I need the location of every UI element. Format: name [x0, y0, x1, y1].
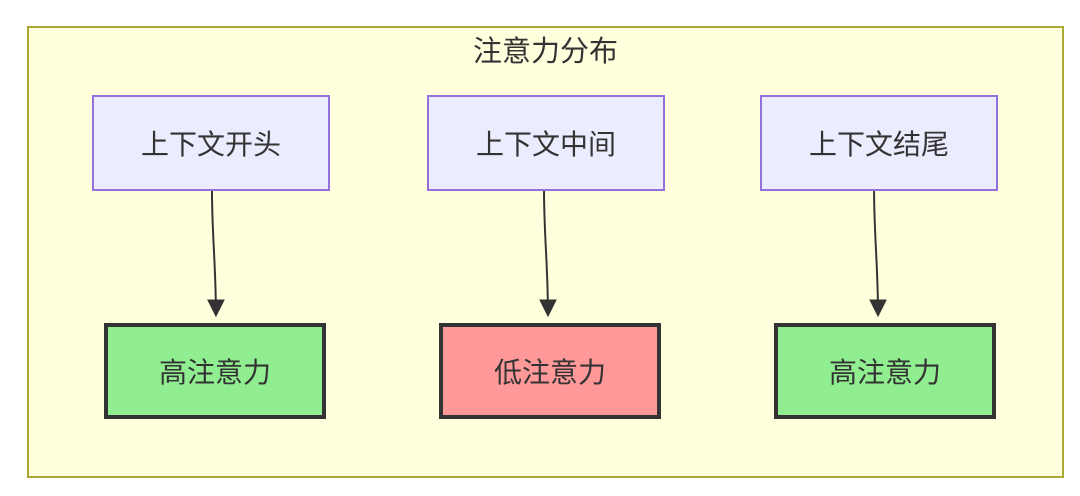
node-low-attention: 低注意力: [439, 323, 661, 419]
node-high-attention-right: 高注意力: [774, 323, 996, 419]
node-low-attention-label: 低注意力: [493, 357, 606, 388]
arrow-start-to-high: [207, 189, 225, 318]
node-context-start: 上下文开头: [92, 95, 330, 191]
node-context-end-label: 上下文结尾: [808, 129, 949, 160]
cluster-attention-distribution: 注意力分布 上下文开头 上下文中间 上下文结尾 高注意力 低注意力: [27, 26, 1064, 478]
node-context-middle-label: 上下文中间: [475, 129, 616, 160]
diagram-title: 注意力分布: [472, 36, 618, 68]
arrow-end-to-high: [869, 189, 887, 318]
node-context-start-label: 上下文开头: [140, 129, 281, 160]
node-high-attention-left-label: 高注意力: [158, 357, 271, 388]
node-high-attention-left: 高注意力: [104, 323, 326, 419]
node-context-end: 上下文结尾: [760, 95, 998, 191]
arrow-middle-to-low: [539, 189, 557, 318]
node-high-attention-right-label: 高注意力: [828, 357, 941, 388]
node-context-middle: 上下文中间: [427, 95, 665, 191]
